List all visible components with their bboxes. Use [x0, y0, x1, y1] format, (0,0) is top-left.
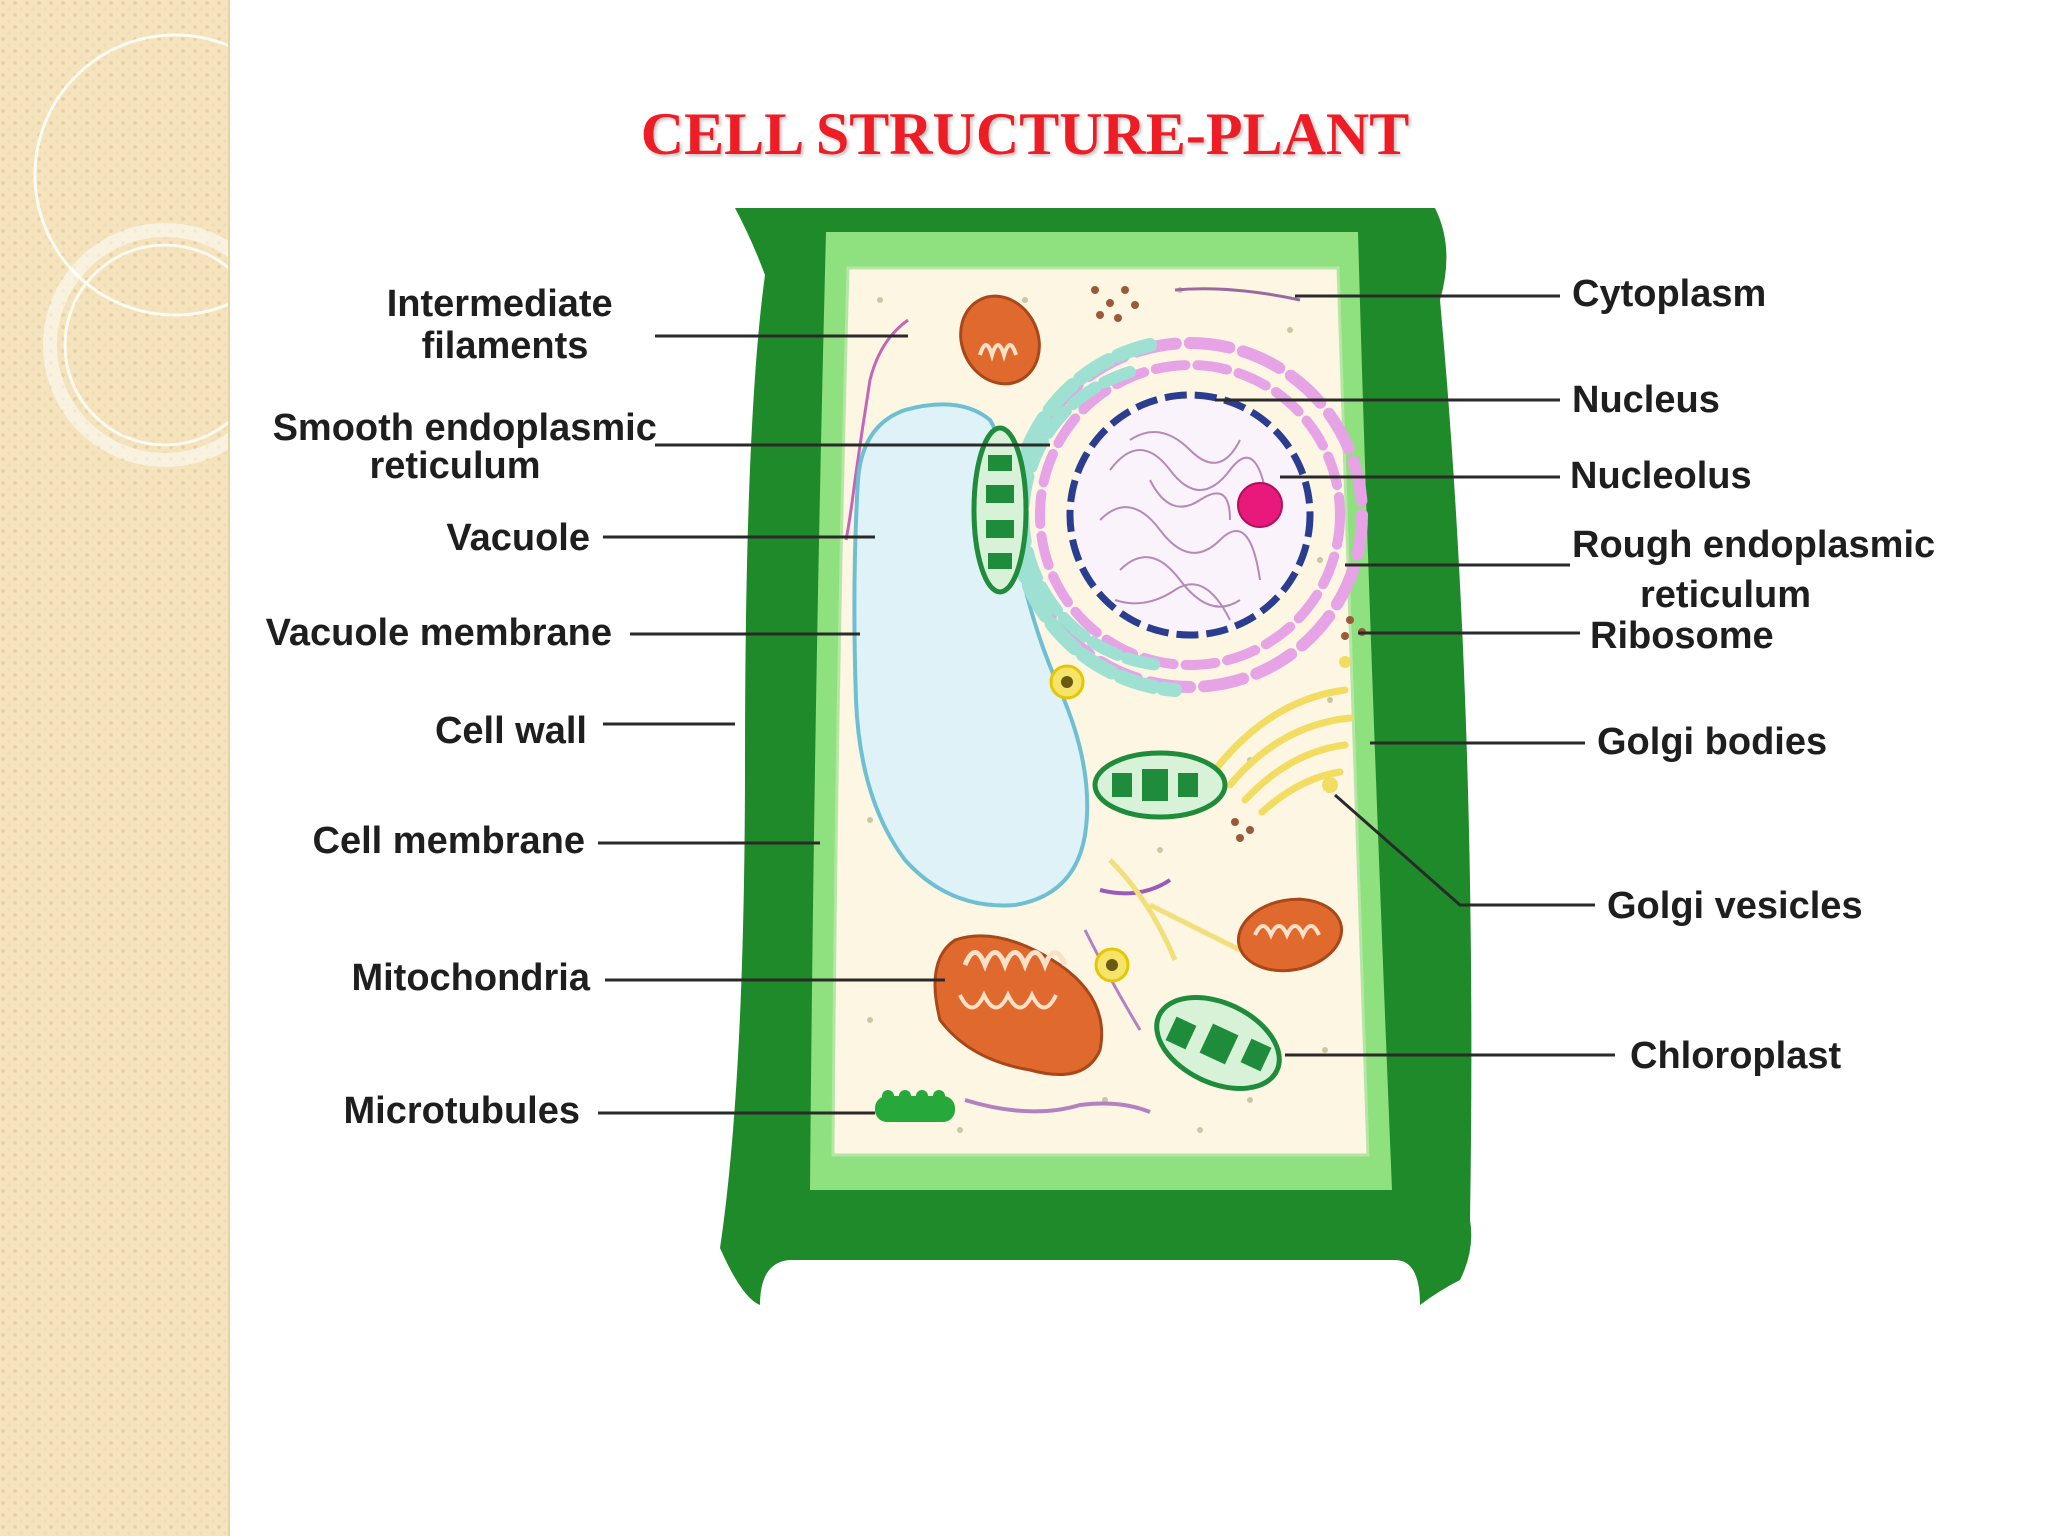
- label-mitochondria: Mitochondria: [351, 957, 590, 999]
- label-nucleus: Nucleus: [1572, 379, 1720, 421]
- label-cell-membrane: Cell membrane: [313, 820, 585, 862]
- label-vacuole-membrane: Vacuole membrane: [266, 612, 612, 654]
- golgi-vesicle-shape: [1339, 656, 1351, 668]
- chromatin: [1099, 431, 1271, 621]
- label-golgi-bodies: Golgi bodies: [1597, 721, 1827, 763]
- label-intermediate-filaments: Intermediate filaments: [387, 283, 624, 367]
- mitochondrion-shape: [959, 294, 1041, 386]
- chloroplast-shape: [1092, 750, 1228, 820]
- nucleus-envelope: [1066, 391, 1314, 639]
- leader-lines: [598, 294, 1615, 1115]
- microtubule-segment: [875, 1090, 955, 1122]
- decorative-side-panel: [0, 0, 230, 1536]
- label-ribosome: Ribosome: [1590, 615, 1774, 657]
- page-title: CELL STRUCTURE-PLANT: [640, 101, 1410, 167]
- chloroplast-shape: [971, 425, 1029, 595]
- golgi-bodies-shape: [1211, 686, 1354, 816]
- vesicle: [1049, 664, 1085, 700]
- label-smooth-er: Smooth endoplasmic reticulum: [273, 407, 668, 487]
- mitochondrion-shape: [1236, 897, 1344, 973]
- chloroplast-shape: [1154, 995, 1282, 1091]
- nucleolus-shape: [1237, 482, 1283, 528]
- label-cell-wall: Cell wall: [435, 710, 587, 752]
- vesicle: [1094, 947, 1130, 983]
- microtubule: [1108, 858, 1178, 961]
- ribosome-shape: [1091, 286, 1366, 842]
- label-golgi-vesicles: Golgi vesicles: [1607, 885, 1863, 927]
- label-cytoplasm: Cytoplasm: [1572, 273, 1766, 315]
- label-microtubules: Microtubules: [344, 1090, 580, 1132]
- label-rough-er: Rough endoplasmic reticulum: [1572, 524, 1946, 616]
- label-vacuole: Vacuole: [446, 517, 590, 559]
- intermediate-filament: [964, 1098, 1151, 1114]
- label-chloroplast: Chloroplast: [1630, 1035, 1841, 1077]
- golgi-vesicle-shape: [1322, 777, 1338, 793]
- label-nucleolus: Nucleolus: [1570, 455, 1752, 497]
- mitochondrion-shape: [933, 934, 1104, 1076]
- cytoplasm-filament: [1174, 287, 1301, 302]
- microtubule: [1148, 902, 1242, 953]
- decorative-rings: [0, 0, 228, 467]
- intermediate-filament: [844, 318, 909, 541]
